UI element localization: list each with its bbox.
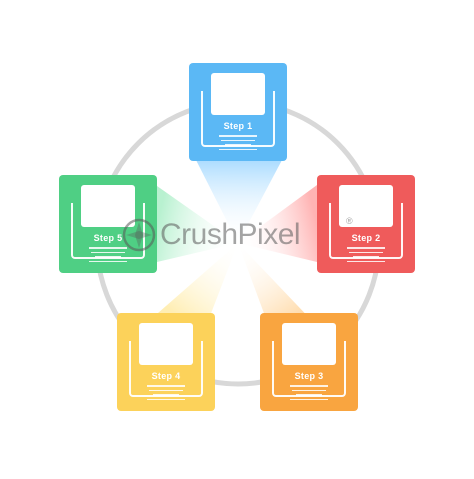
step-3-text-lines (290, 385, 328, 403)
step-1-image-placeholder (211, 73, 265, 115)
step-1-card: Step 1 (189, 63, 287, 161)
step-3-card: Step 3 (260, 313, 358, 411)
step-2-card: Step 2 (317, 175, 415, 273)
step-5-label: Step 5 (93, 233, 123, 243)
step-3-label: Step 3 (294, 371, 324, 381)
step-2-label: Step 2 (351, 233, 381, 243)
step-4-text-lines (147, 385, 185, 403)
step-4-beam (150, 243, 238, 320)
beams (150, 160, 317, 325)
step-3-frame (272, 341, 346, 397)
step-1-label: Step 1 (223, 121, 253, 131)
step-5-beam (157, 186, 238, 262)
step-1-beam (196, 160, 282, 243)
watermark-logo-icon (122, 218, 156, 252)
step-1-frame (201, 91, 275, 147)
step-2-beam (238, 185, 317, 262)
step-2-frame (329, 203, 403, 259)
watermark-registered-mark: ® (346, 216, 353, 226)
watermark: CrushPixel ® (118, 214, 358, 262)
step-5-card: Step 5 (59, 175, 157, 273)
step-5-frame (71, 203, 145, 259)
step-3-beam (238, 243, 316, 325)
step-1-text-lines (219, 135, 257, 153)
step-2-text-lines (347, 247, 385, 265)
step-3-image-placeholder (282, 323, 336, 365)
step-5-image-placeholder (81, 185, 135, 227)
step-4-image-placeholder (139, 323, 193, 365)
watermark-text: CrushPixel (160, 218, 301, 251)
step-4-card: Step 4 (117, 313, 215, 411)
step-5-text-lines (89, 247, 127, 265)
step-4-frame (129, 341, 203, 397)
step-4-label: Step 4 (151, 371, 181, 381)
step-2-image-placeholder (339, 185, 393, 227)
